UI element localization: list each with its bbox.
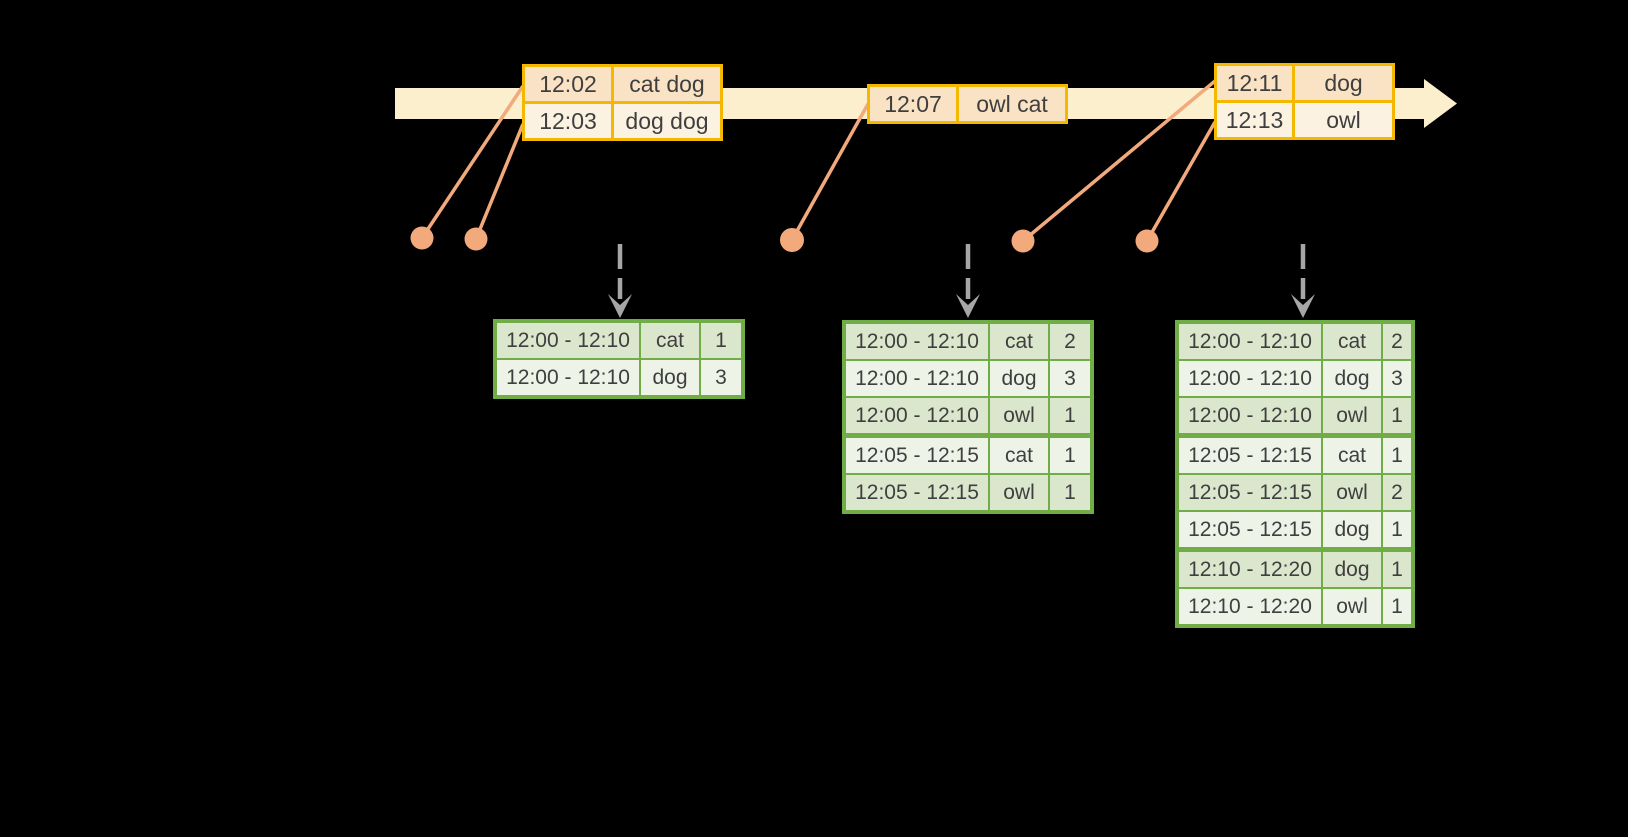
result-count-cell: 1 <box>1383 398 1411 433</box>
event-connector-line <box>790 103 870 241</box>
result-word-cell: owl <box>1323 589 1381 624</box>
event-connector-line <box>474 123 525 240</box>
result-word-cell: cat <box>641 323 699 358</box>
result-word-cell: owl <box>990 475 1048 510</box>
event-time-cell: 12:13 <box>1217 103 1292 137</box>
result-word-cell: owl <box>1323 475 1381 510</box>
event-connectors <box>420 79 1217 243</box>
result-count-cell: 3 <box>1050 361 1090 396</box>
trigger-arrow-icon <box>956 244 980 318</box>
result-word-cell: dog <box>641 360 699 395</box>
event-connector-line <box>1021 79 1217 243</box>
result-word-cell: dog <box>1323 512 1381 547</box>
result-count-cell: 3 <box>1383 361 1411 396</box>
result-window-cell: 12:00 - 12:10 <box>846 361 988 396</box>
result-window-cell: 12:05 - 12:15 <box>846 438 988 473</box>
result-word-cell: owl <box>1323 398 1381 433</box>
result-word-cell: cat <box>990 438 1048 473</box>
result-count-cell: 2 <box>1383 324 1411 359</box>
event-connector-line <box>1145 121 1217 242</box>
event-words-cell: cat dog <box>614 67 720 101</box>
event-dot <box>464 227 488 251</box>
result-window-cell: 12:00 - 12:10 <box>846 324 988 359</box>
result-word-cell: dog <box>1323 361 1381 396</box>
result-window-cell: 12:00 - 12:10 <box>497 360 639 395</box>
event-time-cell: 12:11 <box>1217 66 1292 100</box>
result-count-cell: 1 <box>1383 438 1411 473</box>
result-count-cell: 1 <box>1050 438 1090 473</box>
event-time-cell: 12:02 <box>525 67 611 101</box>
result-count-cell: 1 <box>1383 552 1411 587</box>
result-count-cell: 1 <box>1383 589 1411 624</box>
trigger-arrow-icon <box>1291 244 1315 318</box>
result-window-cell: 12:05 - 12:15 <box>1179 475 1321 510</box>
result-window-cell: 12:05 - 12:15 <box>1179 512 1321 547</box>
event-connector-line <box>420 85 525 239</box>
result-count-cell: 3 <box>701 360 741 395</box>
event-words-cell: dog <box>1295 66 1392 100</box>
trigger-arrows <box>608 244 1315 318</box>
event-dot <box>1135 229 1159 253</box>
result-window-cell: 12:00 - 12:10 <box>1179 324 1321 359</box>
result-window-cell: 12:00 - 12:10 <box>497 323 639 358</box>
event-time-cell: 12:07 <box>870 87 956 121</box>
result-word-cell: cat <box>1323 324 1381 359</box>
event-words-cell: owl cat <box>959 87 1065 121</box>
result-window-cell: 12:05 - 12:15 <box>1179 438 1321 473</box>
event-time-cell: 12:03 <box>525 104 611 138</box>
result-count-cell: 1 <box>1050 398 1090 433</box>
result-window-cell: 12:00 - 12:10 <box>1179 361 1321 396</box>
trigger-arrow-icon <box>608 244 632 318</box>
result-count-cell: 2 <box>1050 324 1090 359</box>
result-count-cell: 1 <box>1383 512 1411 547</box>
event-dot <box>780 228 804 252</box>
event-dot <box>1011 229 1035 253</box>
result-count-cell: 1 <box>701 323 741 358</box>
result-word-cell: cat <box>1323 438 1381 473</box>
result-word-cell: dog <box>1323 552 1381 587</box>
event-dot <box>410 226 434 250</box>
result-count-cell: 1 <box>1050 475 1090 510</box>
event-dots <box>410 226 1159 253</box>
result-window-cell: 12:00 - 12:10 <box>846 398 988 433</box>
result-window-cell: 12:10 - 12:20 <box>1179 552 1321 587</box>
result-window-cell: 12:00 - 12:10 <box>1179 398 1321 433</box>
event-words-cell: dog dog <box>614 104 720 138</box>
result-word-cell: cat <box>990 324 1048 359</box>
result-window-cell: 12:10 - 12:20 <box>1179 589 1321 624</box>
result-word-cell: dog <box>990 361 1048 396</box>
result-window-cell: 12:05 - 12:15 <box>846 475 988 510</box>
result-count-cell: 2 <box>1383 475 1411 510</box>
result-word-cell: owl <box>990 398 1048 433</box>
timeline-arrow-icon <box>1424 79 1457 128</box>
event-words-cell: owl <box>1295 103 1392 137</box>
